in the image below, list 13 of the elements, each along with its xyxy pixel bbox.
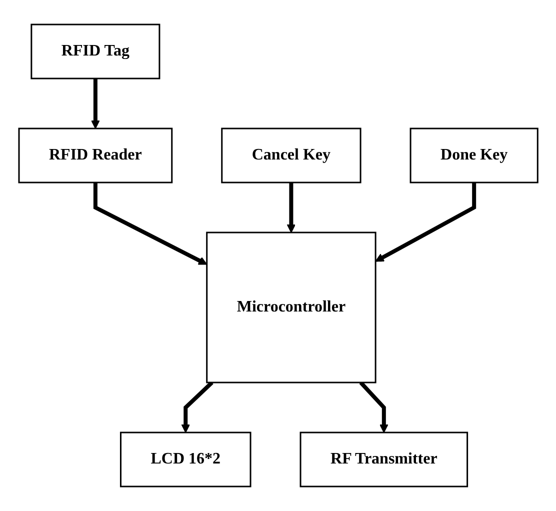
arrow: [374, 182, 476, 262]
node-box: Done Key: [409, 128, 538, 184]
node-box: RFID Tag: [30, 24, 160, 80]
node-box: RFID Reader: [18, 128, 172, 184]
node-box: RF Transmitter: [299, 432, 468, 488]
node-box: Cancel Key: [220, 128, 361, 184]
node-box: Microcontroller: [206, 232, 376, 384]
arrow: [180, 381, 214, 433]
arrow: [93, 182, 207, 265]
node-box: LCD 16*2: [120, 432, 251, 488]
arrow: [358, 381, 388, 433]
arrow: [286, 182, 296, 233]
arrow: [90, 78, 100, 129]
